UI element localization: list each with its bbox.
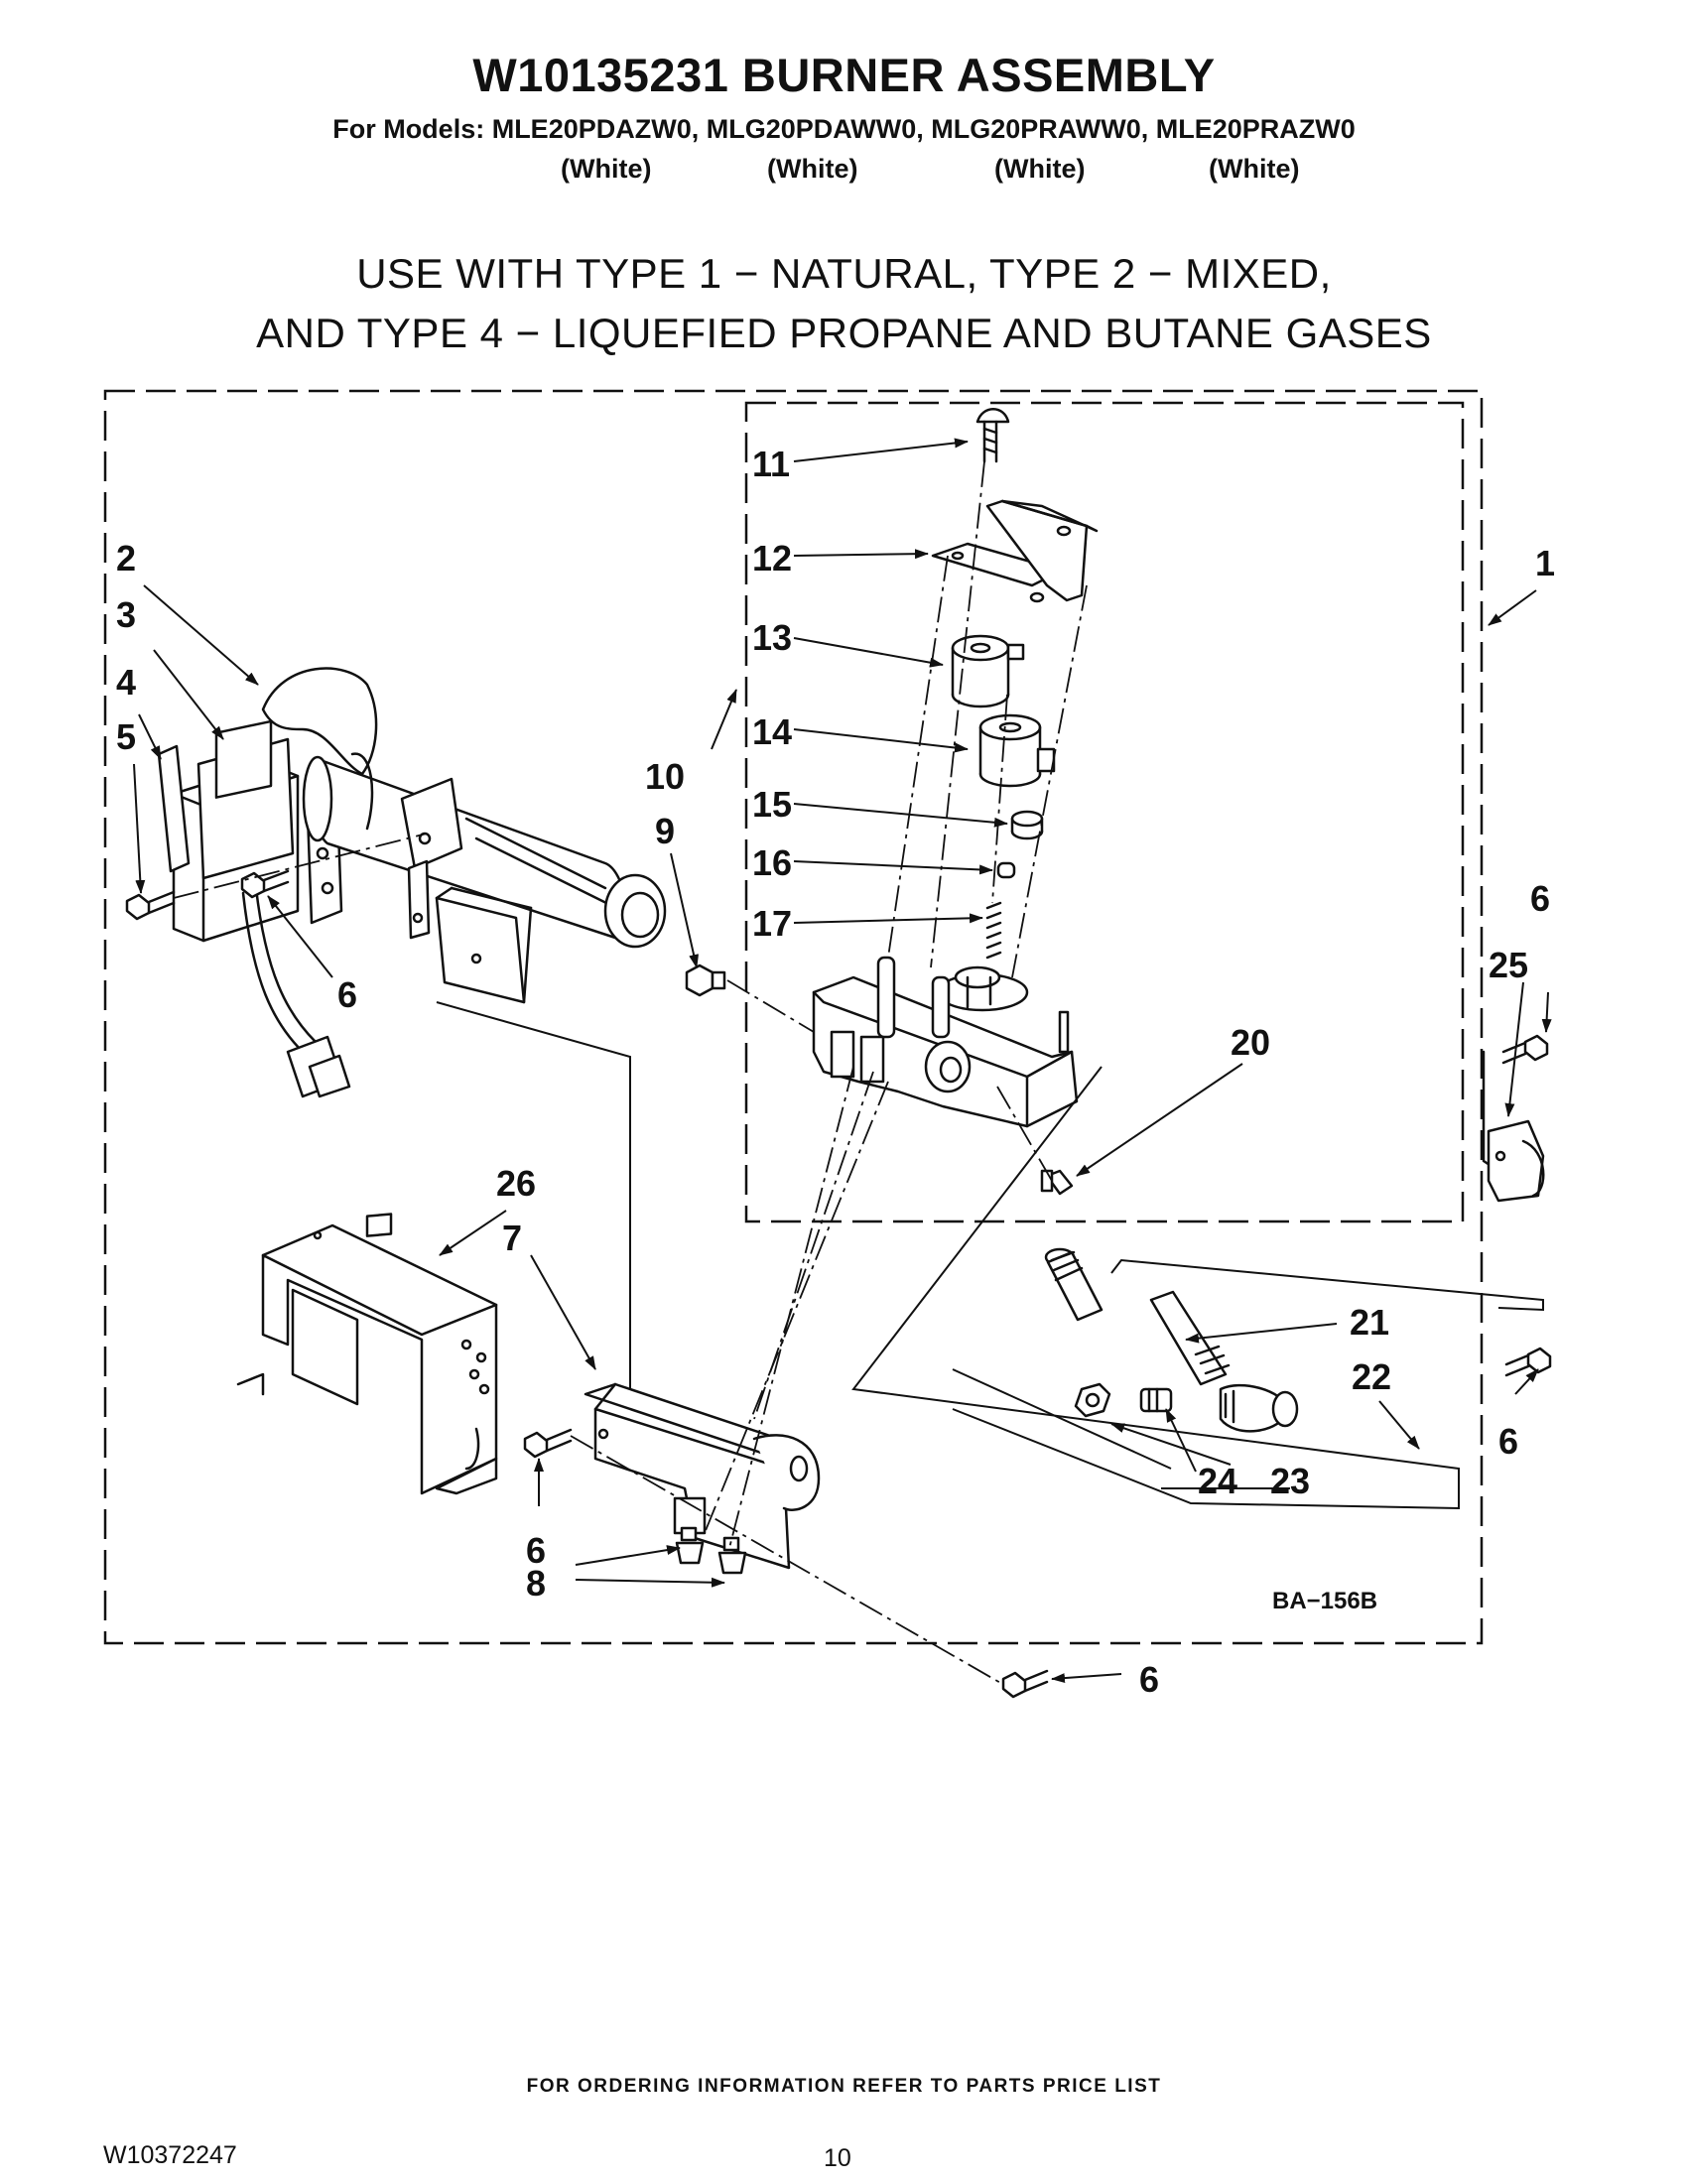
callout-9: 9: [655, 811, 675, 851]
callout-2: 2: [116, 538, 136, 578]
page-number: 10: [824, 2144, 851, 2172]
wire-clip: [1482, 1050, 1545, 1203]
callout-20: 20: [1231, 1022, 1270, 1063]
gas-types-line: USE WITH TYPE 1 − NATURAL, TYPE 2 − MIXE…: [356, 250, 1332, 297]
callout-3: 3: [116, 594, 136, 635]
callout-7: 7: [502, 1218, 522, 1258]
screw: [1001, 1669, 1049, 1699]
callout-15: 15: [752, 784, 792, 825]
screw: [523, 1428, 573, 1459]
screw: [717, 1536, 747, 1575]
drawing-code: BA−156B: [1272, 1588, 1377, 1614]
assembly-frame: [103, 389, 1484, 1645]
callout-17: 17: [752, 903, 792, 944]
screw: [1504, 1347, 1552, 1377]
callout-14: 14: [752, 711, 792, 752]
burner-tube: [261, 667, 667, 949]
fittings: [1074, 1382, 1299, 1433]
callout-16: 16: [752, 842, 792, 883]
manifold-pipe: [1044, 1247, 1231, 1386]
models-line: For Models: MLE20PDAZW0, MLG20PDAWW0, ML…: [332, 114, 1356, 144]
callout-6: 6: [1498, 1421, 1518, 1462]
igniter-harness: [241, 886, 351, 1098]
screw: [1501, 1034, 1549, 1065]
callout-13: 13: [752, 617, 792, 658]
orifice: [685, 964, 726, 997]
callout-22: 22: [1352, 1356, 1391, 1397]
model-color-label: (White): [767, 154, 858, 184]
callout-24: 24: [1198, 1461, 1237, 1501]
valve-outlet-fitting: [1040, 1169, 1074, 1196]
gas-valve: [812, 956, 1079, 1128]
callout-6: 6: [526, 1530, 546, 1571]
callout-26: 26: [496, 1163, 536, 1204]
callout-25: 25: [1489, 945, 1528, 985]
ordering-note: FOR ORDERING INFORMATION REFER TO PARTS …: [526, 2076, 1162, 2097]
callout-6: 6: [1139, 1659, 1159, 1700]
cabinet-bracket: [236, 1213, 498, 1495]
callout-8: 8: [526, 1563, 546, 1604]
callout-6: 6: [337, 974, 357, 1015]
callout-23: 23: [1270, 1461, 1310, 1501]
callout-10: 10: [645, 756, 685, 797]
callout-4: 4: [116, 662, 136, 703]
document-number: W10372247: [103, 2141, 237, 2169]
mounting-bracket: [584, 1382, 821, 1570]
callout-12: 12: [752, 538, 792, 578]
valve-group-frame: [744, 401, 1465, 1223]
valve-coil-stack: [931, 408, 1099, 960]
flame-sensor: [435, 886, 533, 1004]
callout-6: 6: [1530, 878, 1550, 919]
callout-11: 11: [752, 444, 790, 484]
callout-5: 5: [116, 716, 136, 757]
callout-21: 21: [1350, 1302, 1389, 1343]
gas-types-line: AND TYPE 4 − LIQUEFIED PROPANE AND BUTAN…: [256, 310, 1432, 356]
callout-1: 1: [1535, 543, 1555, 583]
model-color-label: (White): [1209, 154, 1300, 184]
model-color-label: (White): [994, 154, 1086, 184]
screw: [675, 1526, 705, 1565]
screw: [125, 890, 176, 921]
model-color-label: (White): [561, 154, 652, 184]
page-title: W10135231 BURNER ASSEMBLY: [472, 49, 1216, 101]
